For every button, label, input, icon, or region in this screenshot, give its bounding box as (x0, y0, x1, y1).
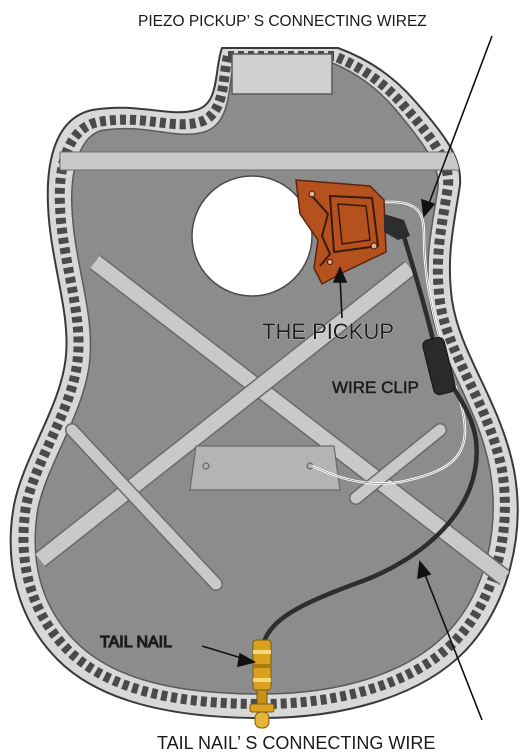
bridge-plate (189, 445, 341, 491)
label-pickup: THE PICKUP (262, 319, 394, 344)
upper-transverse-brace (59, 151, 461, 171)
arrow-piezo-wires (427, 35, 493, 207)
bridge-pin-hole-left (202, 462, 210, 470)
label-tail-nail: TAIL NAIL (100, 634, 172, 651)
annotation-arrows (201, 35, 493, 721)
label-piezo-wires: PIEZO PICKUP’ S CONNECTING WIREZ (138, 13, 427, 30)
tail-nail (249, 639, 275, 729)
neck-block (231, 53, 333, 95)
pickup-cable (259, 227, 479, 653)
pickup (295, 179, 410, 286)
bracing (34, 151, 511, 591)
wire-clip (422, 336, 456, 396)
sound-hole (191, 175, 313, 297)
label-wire-clip: WIRE CLIP (332, 378, 419, 397)
label-tail-nail-wire: TAIL NAIL’ S CONNECTING WIRE (157, 733, 435, 753)
pickup-jack (384, 214, 410, 240)
arrow-tail-nail-wire (423, 571, 483, 721)
arrow-pickup (339, 275, 343, 319)
